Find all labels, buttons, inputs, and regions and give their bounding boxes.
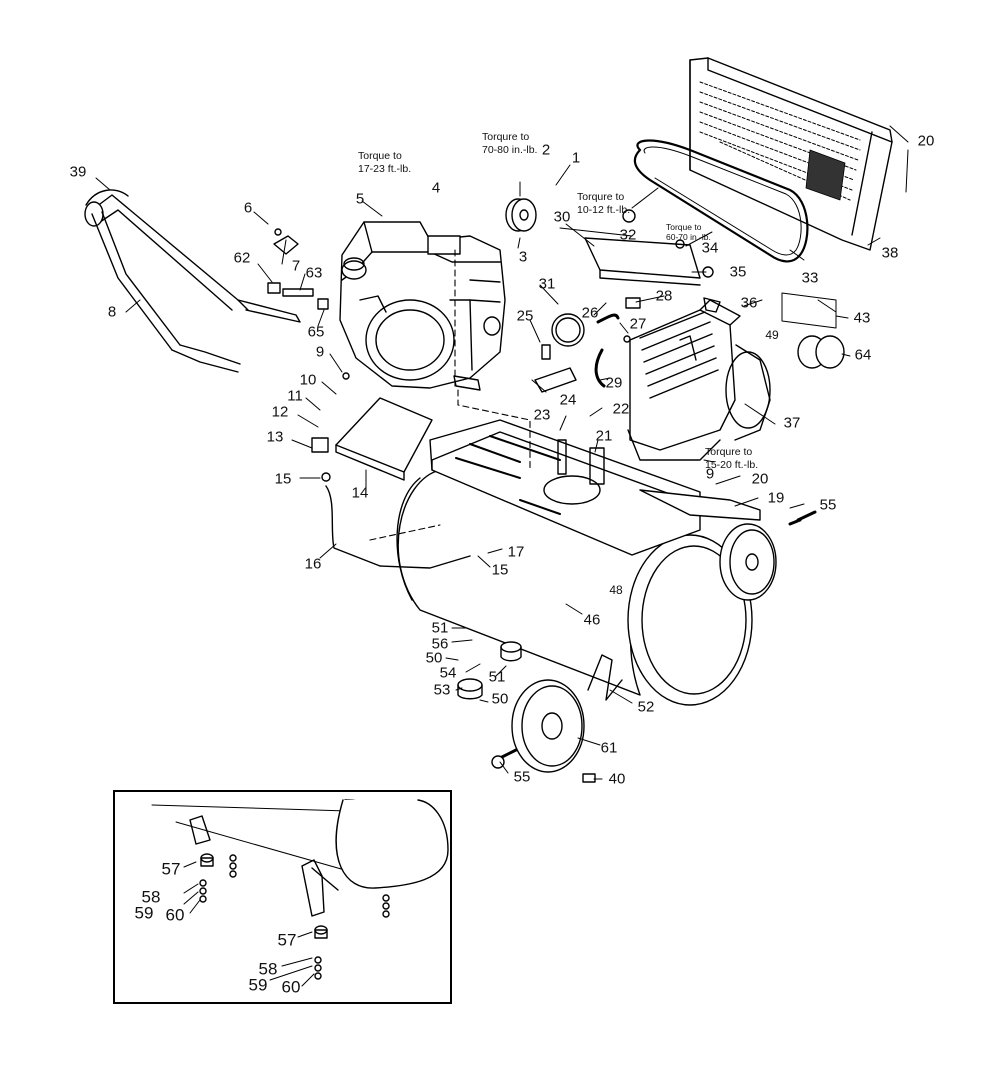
callout-31: 31 (538, 275, 556, 293)
callout-54: 54 (439, 664, 457, 682)
inset-callout-60-a: 60 (165, 905, 185, 925)
front-wheel (511, 654, 623, 773)
handle (84, 189, 301, 373)
inset-frame (113, 790, 452, 1004)
callout-40: 40 (608, 770, 626, 788)
v-belt (633, 139, 809, 263)
callout-43: 43 (853, 309, 871, 327)
leader-lines (95, 125, 909, 780)
callout-25: 25 (516, 307, 534, 325)
rubber-feet (457, 641, 522, 700)
callout-34: 34 (701, 239, 719, 257)
filter-64 (797, 335, 845, 369)
rear-wheel (719, 523, 777, 601)
callout-53: 53 (433, 681, 451, 699)
callout-52: 52 (637, 698, 655, 716)
pulley (505, 198, 537, 232)
callout-50-left: 50 (425, 649, 443, 667)
callout-15-mid: 15 (491, 561, 509, 579)
callout-55-bottom: 55 (513, 768, 531, 786)
callout-23: 23 (533, 406, 551, 424)
decal-43 (781, 292, 837, 329)
callout-51-left: 51 (431, 619, 449, 637)
callout-55-right: 55 (819, 496, 837, 514)
callout-13: 13 (266, 428, 284, 446)
callout-3: 3 (518, 248, 528, 266)
rail (639, 489, 761, 521)
callout-20-top: 20 (917, 132, 935, 150)
callout-36: 36 (740, 294, 758, 312)
callout-7: 7 (291, 257, 301, 275)
callout-4: 4 (431, 179, 441, 197)
callout-12: 12 (271, 403, 289, 421)
inset-callout-59-b: 59 (248, 975, 268, 995)
inset-callout-57-b: 57 (277, 930, 297, 950)
callout-61: 61 (600, 739, 618, 757)
callout-65: 65 (307, 323, 325, 341)
callout-8: 8 (107, 303, 117, 321)
assembly-guides (369, 249, 531, 541)
callout-46: 46 (583, 611, 601, 629)
inset-callout-58-b: 58 (258, 959, 278, 979)
callout-33: 33 (801, 269, 819, 287)
callout-48: 48 (609, 583, 623, 597)
callout-63: 63 (305, 264, 323, 282)
callout-17: 17 (507, 543, 525, 561)
callout-27: 27 (629, 315, 647, 333)
callout-32: 32 (619, 226, 637, 244)
inset-art (151, 799, 449, 987)
callout-62: 62 (233, 249, 251, 267)
callout-39: 39 (69, 163, 87, 181)
callout-38: 38 (881, 244, 899, 262)
callout-1: 1 (571, 149, 581, 167)
callout-26: 26 (581, 304, 599, 322)
hardware (267, 209, 817, 783)
inset-callout-59-a: 59 (134, 903, 154, 923)
motor-bracket (584, 237, 701, 286)
callout-2: 2 (541, 141, 551, 159)
callout-9-right: 9 (705, 465, 715, 483)
callout-49: 49 (765, 328, 779, 342)
callout-22: 22 (612, 400, 630, 418)
valve-plate-14 (335, 397, 433, 481)
callout-56: 56 (431, 635, 449, 653)
callout-35: 35 (729, 263, 747, 281)
engine (339, 221, 506, 391)
pump (627, 299, 771, 461)
callout-14: 14 (351, 484, 369, 502)
callout-37: 37 (783, 414, 801, 432)
callout-16: 16 (304, 555, 322, 573)
callout-50-right: 50 (491, 690, 509, 708)
callout-15-left: 15 (274, 470, 292, 488)
callout-64: 64 (854, 346, 872, 364)
inset-callout-60-b: 60 (281, 977, 301, 997)
inset-callout-58-a: 58 (141, 887, 161, 907)
belt-guard (689, 57, 893, 251)
callout-6: 6 (243, 199, 253, 217)
callout-28: 28 (655, 287, 673, 305)
callout-29: 29 (605, 374, 623, 392)
callout-24: 24 (559, 391, 577, 409)
callout-20-right: 20 (751, 470, 769, 488)
callout-21: 21 (595, 427, 613, 445)
inset-callout-57-a: 57 (161, 859, 181, 879)
callout-11: 11 (287, 387, 303, 405)
callout-10: 10 (299, 371, 317, 389)
callout-5: 5 (355, 190, 365, 208)
callout-19: 19 (767, 489, 785, 507)
callout-30: 30 (553, 208, 571, 226)
callout-9-left: 9 (315, 343, 325, 361)
callout-51-right: 51 (488, 668, 506, 686)
tank-saddle-plate (429, 419, 701, 556)
